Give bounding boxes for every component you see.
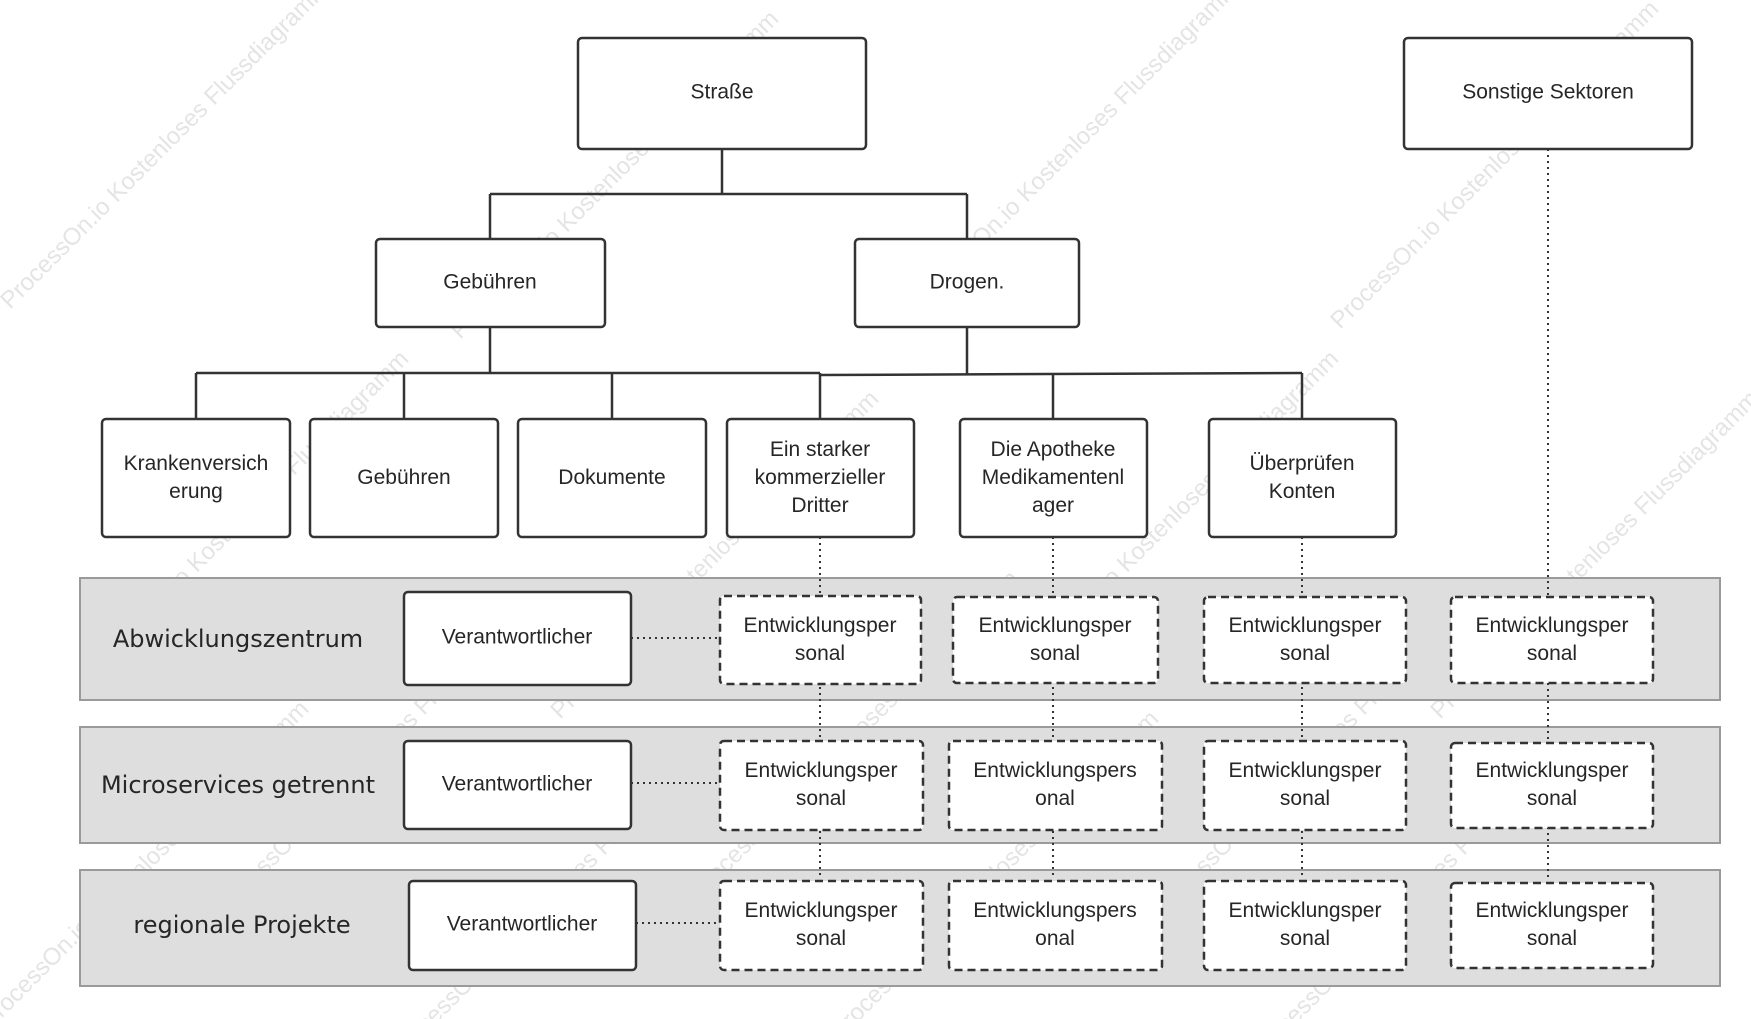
band-label-regionale-projekte: regionale Projekte [133,911,350,939]
root-box-strasse: Straße [576,36,868,151]
root-box-sonstige-sektoren: Sonstige Sektoren [1402,36,1694,151]
manager-box-abwicklungszentrum: Verantwortlicher [402,590,633,687]
dotted-connectors [631,149,1549,924]
leaf-box-gebuehren-label: Gebühren [357,466,450,489]
band-label-abwicklungszentrum: Abwicklungszentrum [113,625,363,653]
box-drogen-label: Drogen. [930,271,1005,294]
box-gebuehren-level2-label: Gebühren [443,271,536,294]
band-label-microservices-getrennt: Microservices getrennt [101,771,375,799]
connector-drogen-bar [819,371,1303,377]
box-gebuehren-level2: Gebühren [374,237,607,329]
box-drogen: Drogen. [853,237,1081,329]
leaf-box-dokumente-label: Dokumente [558,466,665,489]
manager-box-regionale-label: Verantwortlicher [447,913,598,936]
manager-box-microservices-label: Verantwortlicher [442,773,593,796]
leaf-box-gebuehren: Gebühren [308,417,500,539]
manager-box-abwicklungszentrum-label: Verantwortlicher [442,626,593,649]
manager-box-microservices: Verantwortlicher [402,739,633,831]
tree-connectors [194,149,1304,419]
manager-box-regionale-projekte: Verantwortlicher [407,879,638,972]
root-box-sonstige-label: Sonstige Sektoren [1462,81,1634,104]
root-box-strasse-label: Straße [690,81,753,104]
watermark-text: ProcessOn.io Kostenloses Flussdiagramm [0,0,334,314]
leaf-box-dokumente: Dokumente [516,417,708,539]
